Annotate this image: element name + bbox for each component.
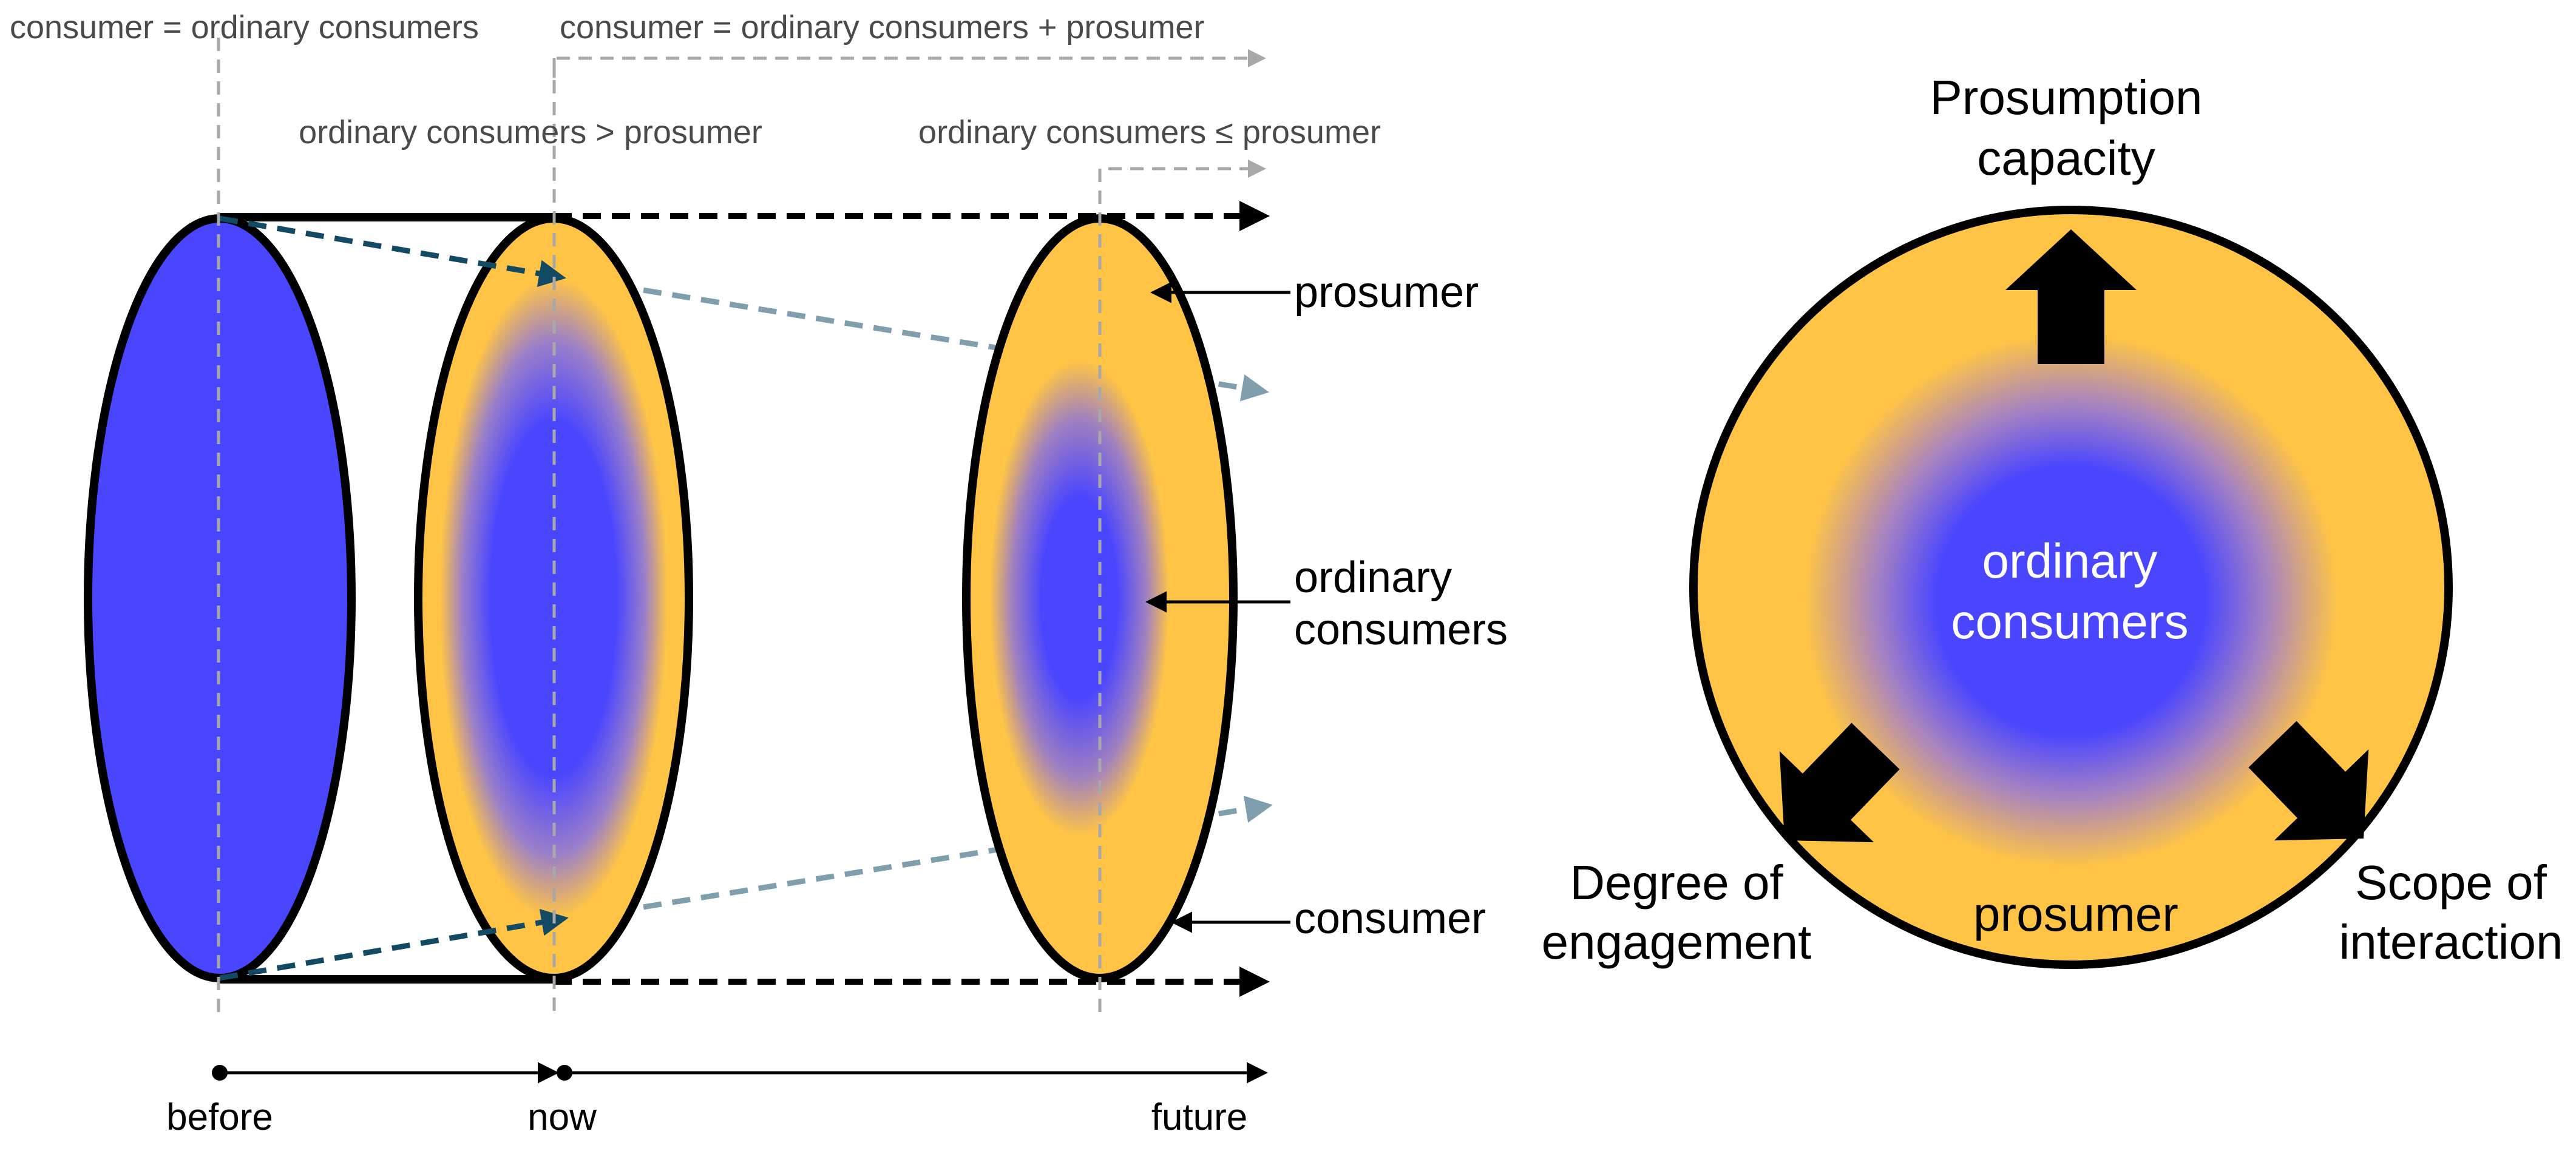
prosumption-capacity-label-line1: Prosumption bbox=[1930, 70, 2202, 124]
scope-of-interaction-label-line1: Scope of bbox=[2355, 856, 2547, 910]
now-to-future-gray-bracket-arrow bbox=[552, 49, 1266, 78]
future-relation-annotation: ordinary consumers ≤ prosumer bbox=[918, 114, 1381, 150]
timeline-now-label: now bbox=[527, 1096, 597, 1138]
degree-of-engagement-arrow bbox=[1779, 723, 1900, 843]
degree-of-engagement-label-line1: Degree of bbox=[1570, 856, 1783, 910]
ordinary-consumers-label-line2: consumers bbox=[1294, 606, 1508, 654]
circle-ordinary-consumers-label-line1: ordinary bbox=[1982, 534, 2157, 588]
degree-of-engagement-label-line2: engagement bbox=[1542, 915, 1812, 969]
before-state-annotation: consumer = ordinary consumers bbox=[10, 9, 479, 46]
future-gray-bracket-arrow bbox=[1098, 160, 1266, 182]
timeline-future-label: future bbox=[1151, 1096, 1248, 1138]
after-state-annotation: consumer = ordinary consumers + prosumer bbox=[560, 9, 1204, 46]
future-ordinary-core bbox=[989, 360, 1169, 836]
consumer-label: consumer bbox=[1294, 894, 1486, 943]
circle-prosumer-ring-label: prosumer bbox=[1973, 887, 2178, 941]
circle-ordinary-consumers-label-line2: consumers bbox=[1951, 595, 2188, 649]
ordinary-consumers-core-circle bbox=[1804, 334, 2338, 868]
timeline-now-dot bbox=[557, 1065, 572, 1081]
now-relation-annotation: ordinary consumers > prosumer bbox=[299, 114, 762, 150]
scope-of-interaction-label-line2: interaction bbox=[2339, 915, 2563, 969]
timeline-before-label: before bbox=[166, 1096, 273, 1138]
prosumer-label: prosumer bbox=[1294, 268, 1479, 317]
prosumption-capacity-label-line2: capacity bbox=[1977, 131, 2155, 185]
now-ordinary-core bbox=[439, 278, 668, 919]
ordinary-consumers-label-line1: ordinary bbox=[1294, 553, 1452, 602]
timeline-before-dot bbox=[212, 1065, 228, 1081]
scope-of-interaction-arrow bbox=[2248, 721, 2369, 841]
prosumption-capacity-arrow bbox=[2005, 229, 2137, 364]
